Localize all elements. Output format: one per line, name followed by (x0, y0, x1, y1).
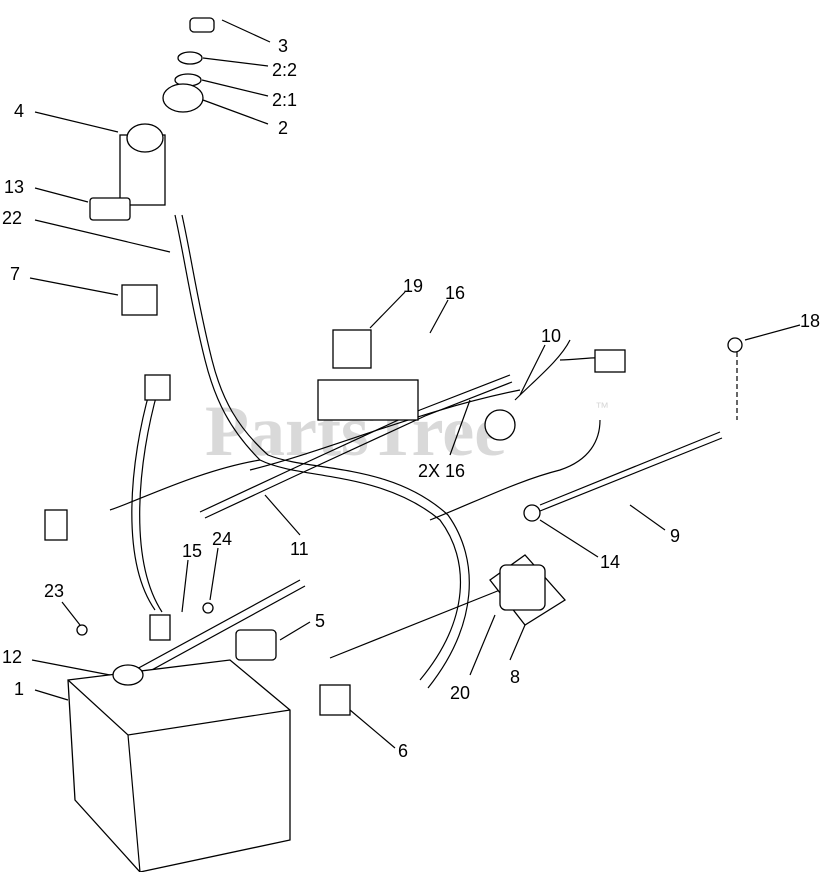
switch-part-2 (162, 83, 204, 113)
callout-2-1: 2:1 (272, 90, 297, 110)
connector (144, 374, 171, 401)
callout-14: 14 (600, 552, 620, 572)
callout-6: 6 (398, 741, 408, 761)
callout-24: 24 (212, 529, 232, 549)
spacer-part-24 (202, 602, 214, 614)
callout-10: 10 (541, 326, 561, 346)
callout-13: 13 (4, 177, 24, 197)
callout-8: 8 (510, 667, 520, 687)
callout-20: 20 (450, 683, 470, 703)
callout-16: 16 (445, 283, 465, 303)
callout-23: 23 (44, 581, 64, 601)
boot-part-5 (235, 629, 277, 661)
nut-part-23 (76, 624, 88, 636)
washer-part-2-2 (177, 51, 203, 65)
relay-part-19 (332, 329, 372, 369)
connector-left (44, 509, 68, 541)
callout-19: 19 (403, 276, 423, 296)
connector-part-6 (319, 684, 351, 716)
callout-5: 5 (315, 611, 325, 631)
callout-2x16: 2X 16 (418, 461, 465, 481)
callout-1: 1 (14, 679, 24, 699)
callout-18: 18 (800, 311, 820, 331)
callout-11: 11 (290, 539, 309, 559)
bracket-part-15 (149, 614, 171, 641)
parts (44, 17, 743, 872)
cables (79, 374, 723, 707)
callout-15: 15 (182, 541, 202, 561)
callout-7: 7 (10, 264, 20, 284)
label-part-13 (89, 197, 131, 221)
battery-part-1 (67, 659, 291, 872)
nut-part-18 (727, 337, 743, 353)
callout-9: 9 (670, 526, 680, 546)
watermark-trademark: ™ (595, 399, 609, 415)
callout-2: 2 (278, 118, 288, 138)
leader-lines (29, 19, 801, 749)
callout-3: 3 (278, 36, 288, 56)
key-part-3 (189, 17, 215, 33)
nut-part-14 (523, 504, 541, 522)
callout-4: 4 (14, 101, 24, 121)
switch-part-7 (121, 284, 158, 316)
solenoid-part-8 (499, 564, 546, 611)
callout-22: 22 (2, 208, 22, 228)
boot-part-10 (484, 409, 516, 441)
callout-labels: 3 2:2 2:1 2 4 13 22 7 19 16 10 18 2X 16 … (2, 36, 820, 761)
fuse-block (317, 379, 419, 421)
connector-part-10 (594, 349, 626, 373)
callout-12: 12 (2, 647, 22, 667)
callout-2-2: 2:2 (272, 60, 297, 80)
battery-strap-part-12 (112, 664, 144, 686)
